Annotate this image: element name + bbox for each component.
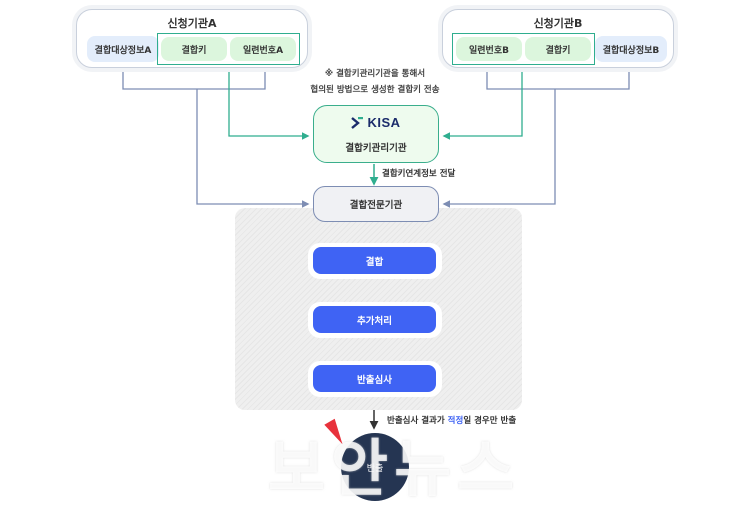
wire-a-to-expert: [196, 89, 310, 208]
export-condition-after: 일 경우만 반출: [463, 416, 517, 426]
wire-a-target-bus: [122, 62, 266, 90]
key-transfer-note-line2: 협의된 방법으로 생성한 결합키 전송: [310, 85, 440, 95]
step-combine: 결합: [313, 247, 436, 274]
org-a-serial-chip: 일련번호A: [230, 37, 296, 61]
export-circle: 반출: [341, 433, 409, 501]
org-a-combine-key-chip: 결합키: [161, 37, 227, 61]
org-b-target-info-chip: 결합대상정보B: [595, 36, 667, 62]
org-b-serial-chip: 일련번호B: [456, 37, 522, 61]
wire-a-key-to-kisa: [228, 62, 310, 140]
kisa-logo: KISA: [314, 115, 438, 130]
applicant-org-a: 신청기관A 결합대상정보A 결합키 일련번호A: [76, 9, 308, 68]
key-transfer-note: ※ 결합키관리기관을 통해서 협의된 방법으로 생성한 결합키 전송: [280, 66, 470, 98]
applicant-org-b-title: 신청기관B: [533, 17, 583, 30]
key-management-agency-box: KISA 결합키관리기관: [313, 105, 439, 163]
wire-b-to-expert: [442, 89, 556, 208]
combination-expert-agency-box: 결합전문기관: [313, 186, 439, 222]
step-extra-processing: 추가처리: [313, 306, 436, 333]
key-management-agency-label: 결합키관리기관: [345, 143, 407, 154]
wire-b-target-bus: [486, 62, 630, 90]
watermark-text: 보안뉴스: [268, 432, 521, 505]
export-condition-note: 반출심사 결과가 적정일 경우만 반출: [387, 414, 516, 426]
key-transfer-note-line1: ※ 결합키관리기관을 통해서: [324, 69, 426, 79]
kisa-logo-mark-icon: [351, 116, 364, 129]
export-condition-highlight: 적정: [447, 416, 464, 426]
export-label: 반출: [366, 463, 384, 474]
org-b-key-group-frame: [452, 33, 595, 65]
kisa-logo-text: KISA: [367, 115, 401, 130]
step-export-review: 반출심사: [313, 365, 436, 392]
org-a-target-info-chip: 결합대상정보A: [87, 36, 159, 62]
key-link-info-relay-label: 결합키연계정보 전달: [382, 169, 456, 179]
applicant-org-a-title: 신청기관A: [167, 17, 217, 30]
applicant-org-b: 신청기관B 일련번호B 결합키 결합대상정보B: [442, 9, 674, 68]
wire-b-key-to-kisa: [442, 62, 523, 140]
export-condition-before: 반출심사 결과가: [387, 416, 448, 426]
org-a-key-group-frame: [157, 33, 300, 65]
org-b-combine-key-chip: 결합키: [525, 37, 591, 61]
